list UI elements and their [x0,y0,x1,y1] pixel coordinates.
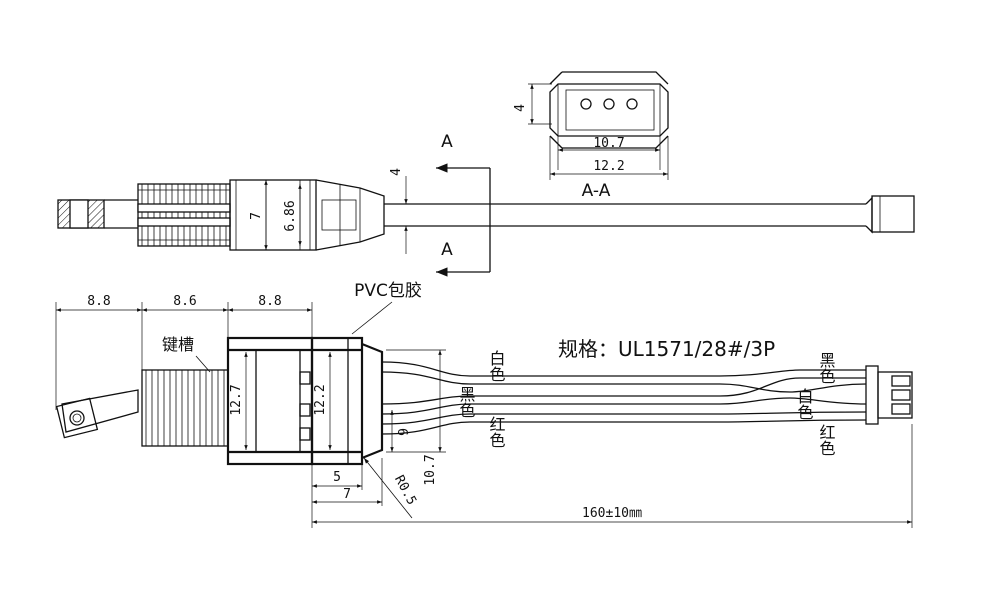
wire-label-black: 黑色 [817,352,836,384]
dim-label: 12.7 [229,384,244,415]
dim-label: 8.8 [87,294,110,309]
dim-label: 4 [389,168,404,176]
dim-label: 10.7 [593,136,624,151]
dim-label: 9 [397,428,412,436]
dim-label: 12.2 [593,159,624,174]
dim-label: R0.5 [391,473,419,508]
dim-label: 5 [333,470,341,485]
dim-label: 8.8 [258,294,281,309]
pin-hole [580,98,592,110]
wire-label-white: 白色 [487,350,506,382]
lower-housing [226,336,384,466]
total-length-label: 160±10㎜ [582,506,642,521]
section-label: A-A [582,181,611,201]
ring-terminal [55,389,139,439]
pvc-label: PVC包胶 [354,281,422,301]
section-marker: A [441,240,453,260]
lower-threaded-body [141,369,229,447]
lower-view: 8.8 8.6 8.8 键槽 [55,281,913,528]
wire-label-white: 白色 [795,388,814,420]
section-marker: A [441,132,453,152]
connector-plug [871,195,915,233]
wire-label-red: 红色 [487,416,506,448]
dim-label: 8.6 [173,294,196,309]
wire-label-red: 红色 [817,424,836,456]
threaded-body [137,183,231,247]
keyway-label: 键槽 [162,335,194,354]
dim-label: 4 [513,104,528,112]
wire-bundle [381,361,867,435]
spec-label: 规格：UL1571/28#/3P [558,337,775,361]
pin-hole [626,98,638,110]
side-view: 7 6.86 4 A A [57,132,915,277]
dim-label: 10.7 [423,454,438,485]
lower-connector [865,365,913,425]
dim-label: 12.2 [313,384,328,415]
section-a-a-view: 4 10.7 12.2 A-A [513,71,669,201]
wire-label-black: 黑色 [457,386,476,418]
dim-label: 7 [343,487,351,502]
pin-hole [603,98,615,110]
dim-label: 6.86 [283,200,298,231]
dim-label: 7 [249,212,264,220]
